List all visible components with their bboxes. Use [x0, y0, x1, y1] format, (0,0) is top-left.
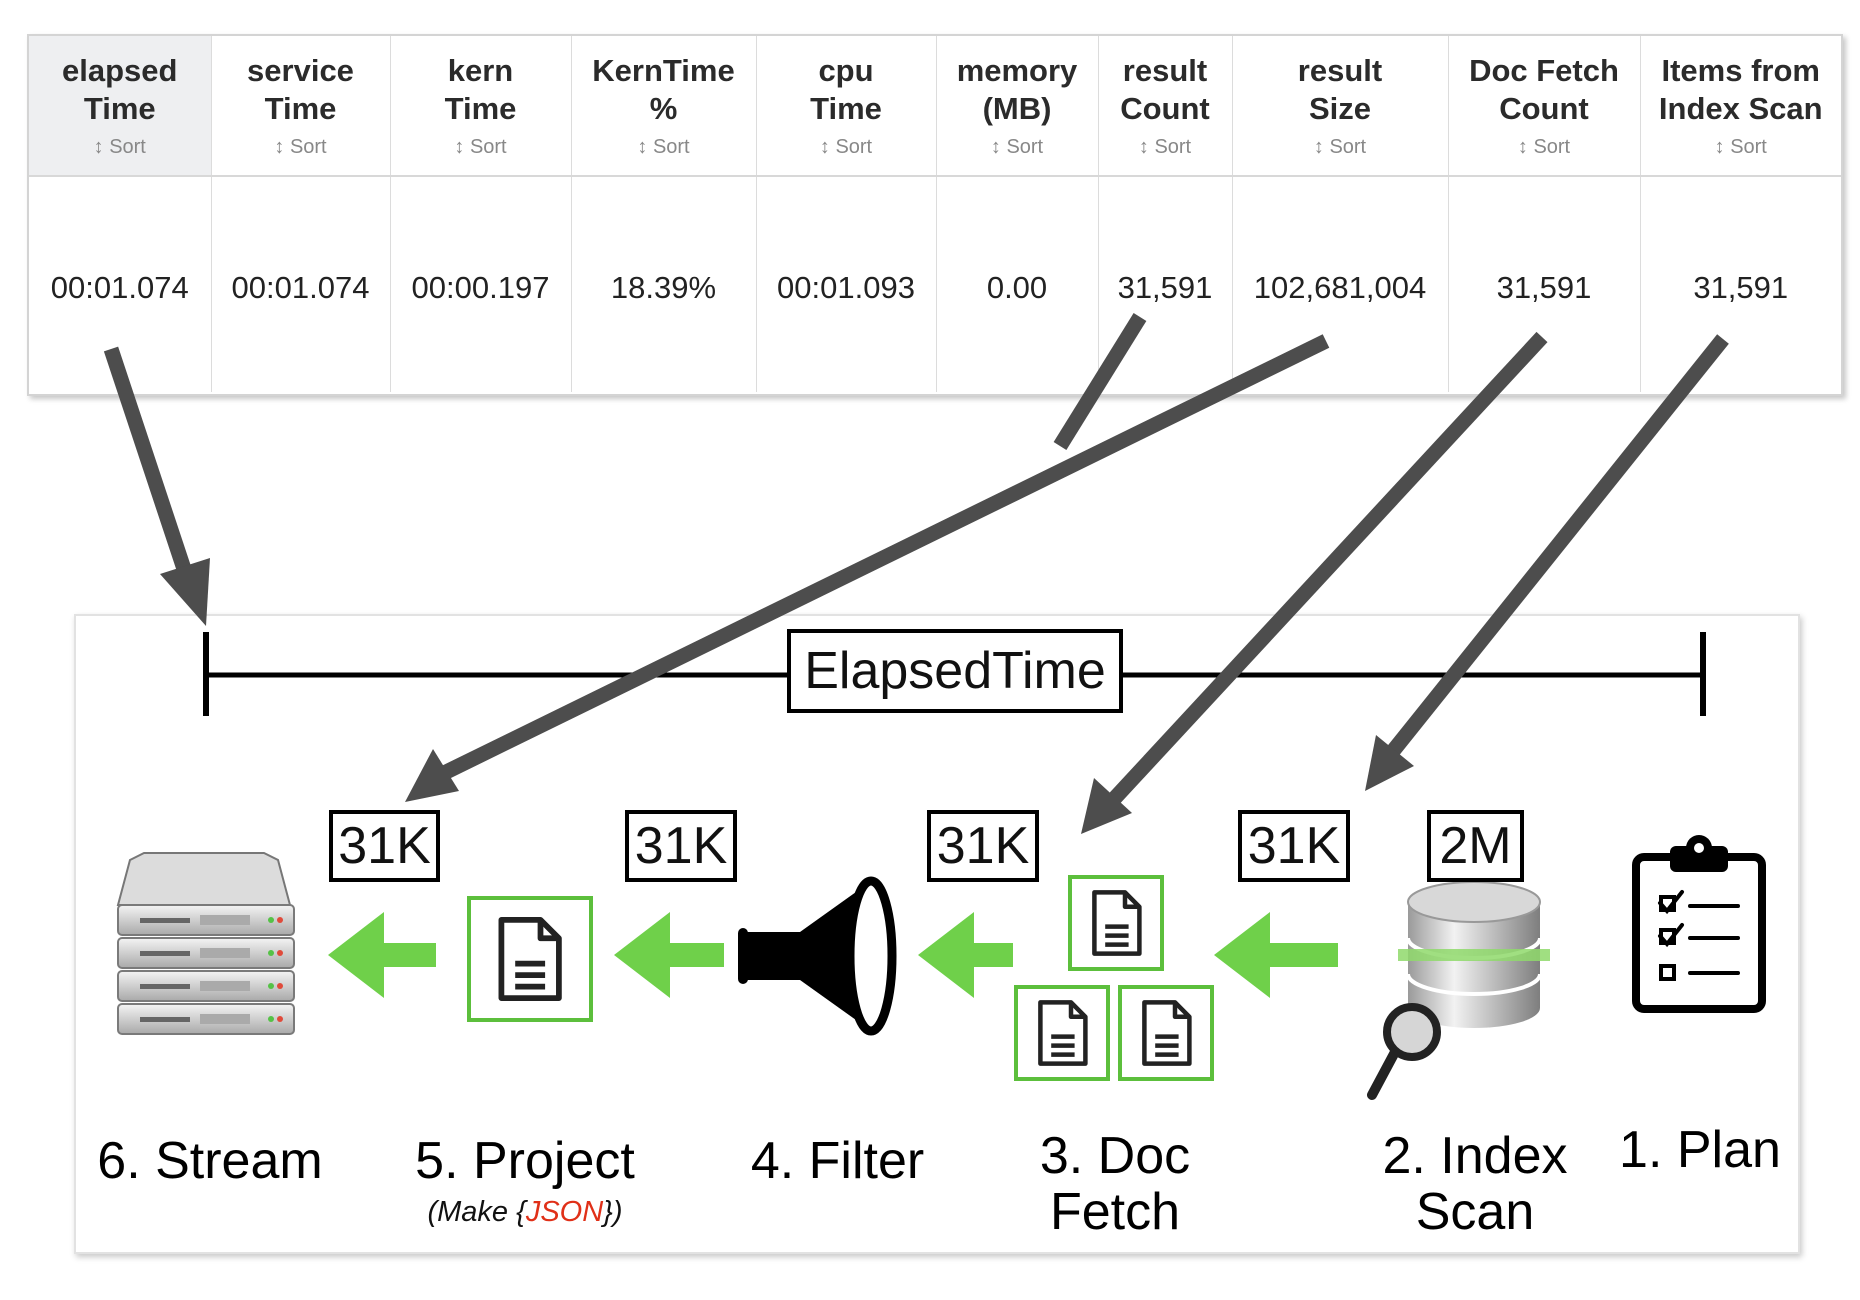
- column-header-items-from-index-scan[interactable]: Items from Index Scan ↕ Sort: [1640, 36, 1841, 176]
- stage-label-index-scan: 2. Index Scan: [1382, 1127, 1568, 1241]
- sort-control[interactable]: ↕ Sort: [454, 135, 507, 158]
- stage-label-project: 5. Project: [415, 1132, 635, 1190]
- sort-icon: ↕: [637, 135, 648, 158]
- sort-icon: ↕: [819, 135, 830, 158]
- sort-icon: ↕: [1517, 135, 1528, 158]
- sort-control[interactable]: ↕ Sort: [93, 135, 146, 158]
- flow-arrow: [328, 912, 436, 998]
- sort-control[interactable]: ↕ Sort: [1138, 135, 1192, 158]
- pointer-arrow-doc-fetch-count: [1081, 331, 1548, 834]
- sort-control[interactable]: ↕ Sort: [990, 135, 1044, 158]
- column-header-doc-fetch-count[interactable]: Doc Fetch Count ↕ Sort: [1448, 36, 1641, 176]
- flow-arrow: [1214, 912, 1338, 998]
- sort-icon: ↕: [1714, 135, 1725, 158]
- table-row: 00:01.074 00:01.074 00:00.197 18.39% 00:…: [29, 176, 1841, 392]
- stage-subtitle-project: (Make {JSON}): [427, 1196, 623, 1228]
- sort-icon: ↕: [990, 135, 1001, 158]
- cell-kern-time: 00:00.197: [390, 176, 572, 392]
- sort-control[interactable]: ↕ Sort: [1313, 135, 1367, 158]
- cell-doc-fetch-count: 31,591: [1448, 176, 1641, 392]
- sort-control[interactable]: ↕ Sort: [1517, 135, 1571, 158]
- sort-control[interactable]: ↕ Sort: [819, 135, 873, 158]
- count-box-stream: 31K: [329, 810, 440, 882]
- doc-fetch-documents-icon: [1014, 875, 1214, 1081]
- stage-label-filter: 4. Filter: [750, 1132, 925, 1190]
- stage-label-plan: 1. Plan: [1619, 1121, 1781, 1179]
- pointer-arrow-result-count: [1053, 313, 1147, 450]
- cell-service-time: 00:01.074: [211, 176, 391, 392]
- funnel-filter-icon: [738, 876, 897, 1036]
- sort-icon: ↕: [93, 135, 104, 158]
- sort-icon: ↕: [274, 135, 285, 158]
- stats-table: elapsed Time ↕ Sort service Time ↕ Sort …: [29, 36, 1841, 392]
- column-header-result-count[interactable]: result Count ↕ Sort: [1098, 36, 1233, 176]
- flow-arrow: [918, 912, 1013, 998]
- column-header-cpu-time[interactable]: cpu Time ↕ Sort: [756, 36, 937, 176]
- cell-memory: 0.00: [936, 176, 1099, 392]
- clipboard-plan-icon: [1632, 835, 1766, 1013]
- column-header-service-time[interactable]: service Time ↕ Sort: [211, 36, 391, 176]
- sort-icon: ↕: [1138, 135, 1149, 158]
- cell-items-from-index-scan: 31,591: [1693, 270, 1789, 305]
- count-box-doc-fetch: 31K: [1238, 810, 1350, 882]
- count-box-filter: 31K: [927, 810, 1039, 882]
- pointer-arrow-elapsed-time: [103, 346, 210, 626]
- cell-kerntime-percent: 18.39%: [571, 176, 757, 392]
- sort-icon: ↕: [454, 135, 465, 158]
- pointer-arrow-items-from-index-scan: [1365, 334, 1729, 791]
- column-header-kerntime-percent[interactable]: KernTime % ↕ Sort: [571, 36, 757, 176]
- sort-control[interactable]: ↕ Sort: [637, 135, 690, 158]
- column-header-elapsed-time[interactable]: elapsed Time ↕ Sort: [29, 36, 212, 176]
- cell-cpu-time: 00:01.093: [756, 176, 937, 392]
- stage-label-stream: 6. Stream: [97, 1132, 323, 1190]
- document-icon: [467, 896, 593, 1022]
- stage-label-doc-fetch: 3. Doc Fetch: [1039, 1127, 1191, 1241]
- count-box-project: 31K: [625, 810, 737, 882]
- sort-control[interactable]: ↕ Sort: [274, 135, 327, 158]
- column-header-memory[interactable]: memory (MB) ↕ Sort: [936, 36, 1099, 176]
- cell-result-size: 102,681,004: [1232, 176, 1449, 392]
- database-index-scan-icon: [1367, 881, 1550, 1100]
- sort-control[interactable]: ↕ Sort: [1714, 135, 1767, 158]
- server-icon: [116, 852, 295, 1035]
- sort-icon: ↕: [1313, 135, 1324, 158]
- column-header-kern-time[interactable]: kern Time ↕ Sort: [390, 36, 572, 176]
- flow-arrow: [614, 912, 724, 998]
- stats-table-panel: elapsed Time ↕ Sort service Time ↕ Sort …: [27, 34, 1843, 396]
- count-box-index-scan: 2M: [1427, 810, 1524, 882]
- pointer-arrow-result-size: [405, 334, 1330, 802]
- elapsed-time-label: ElapsedTime: [787, 629, 1123, 713]
- column-header-result-size[interactable]: result Size ↕ Sort: [1232, 36, 1449, 176]
